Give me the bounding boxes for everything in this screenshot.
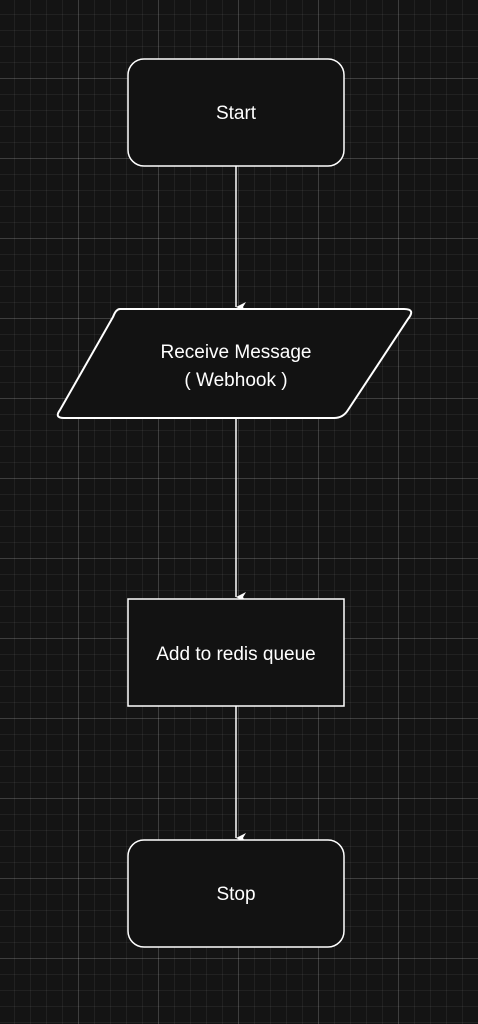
receive-message-sublabel: ( Webhook ) xyxy=(184,370,287,391)
start-node[interactable]: Start xyxy=(127,58,345,167)
stop-node-label: Stop xyxy=(216,884,255,905)
redis-queue-node[interactable]: Add to redis queue xyxy=(127,598,345,707)
start-node-label: Start xyxy=(216,103,257,124)
stop-node[interactable]: Stop xyxy=(127,839,345,948)
redis-queue-label: Add to redis queue xyxy=(156,644,316,665)
receive-message-label: Receive Message xyxy=(160,342,311,363)
receive-message-node[interactable]: Receive Message ( Webhook ) xyxy=(56,308,413,419)
